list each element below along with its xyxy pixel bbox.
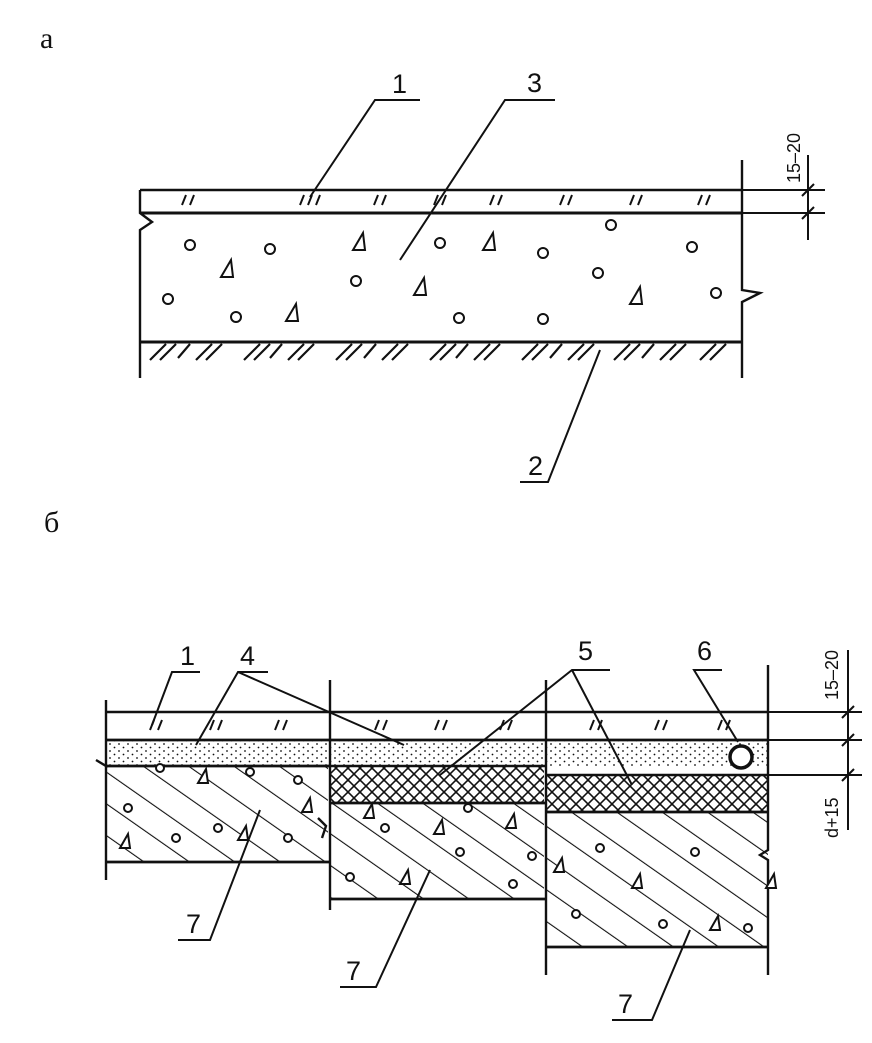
callout-b-1: 1 — [180, 641, 195, 671]
section-b-insulation-2 — [546, 775, 768, 812]
callout-6: 6 — [697, 636, 712, 666]
callout-1: 1 — [392, 69, 407, 99]
section-a-concrete-aggregate — [162, 219, 722, 325]
section-b-sand-layer — [106, 740, 768, 766]
section-b-dimension-bottom: d+15 — [822, 797, 842, 838]
section-b-dimension — [768, 650, 862, 830]
section-b-covering-hatch — [149, 719, 731, 731]
section-a-construction — [138, 160, 764, 378]
section-b-label: б — [44, 506, 59, 539]
section-b-dimension-top: 15–20 — [822, 650, 842, 700]
callout-7a: 7 — [186, 909, 201, 939]
section-a-dimension-label: 15–20 — [784, 133, 804, 183]
section-a-leaders — [309, 99, 601, 483]
callout-5: 5 — [578, 636, 593, 666]
section-b-insulation-1 — [330, 766, 544, 803]
section-a-label: а — [40, 22, 53, 55]
callout-3: 3 — [527, 68, 542, 98]
section-b-outlines — [95, 665, 770, 975]
callout-7b: 7 — [346, 956, 361, 986]
callout-2: 2 — [528, 451, 543, 481]
section-a-soil-hatch — [149, 343, 727, 361]
pipe-symbol — [728, 744, 754, 770]
section-b-slab-aggregate — [118, 763, 778, 933]
callout-4: 4 — [240, 641, 255, 671]
callout-7c: 7 — [618, 989, 633, 1019]
section-a-covering-hatch — [181, 194, 711, 206]
section-b-slab-1 — [106, 766, 328, 862]
section-a-dimension — [742, 155, 825, 240]
section-b-slab-3 — [546, 812, 768, 947]
section-b-leaders — [151, 669, 739, 1021]
